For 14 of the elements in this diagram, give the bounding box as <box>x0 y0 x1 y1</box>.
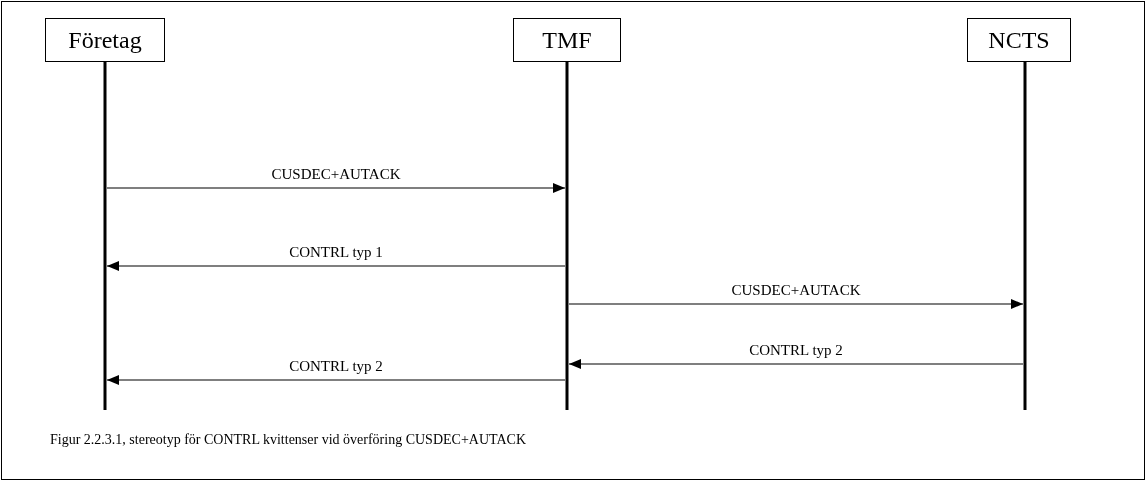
participant-box: TMF <box>513 18 621 62</box>
message-label: CUSDEC+AUTACK <box>730 282 862 299</box>
message-label: CONTRL typ 1 <box>288 244 384 261</box>
message-arrow <box>568 299 1024 309</box>
participant-box: Företag <box>45 18 165 62</box>
message-label: CONTRL typ 2 <box>288 358 384 375</box>
message-arrow <box>106 375 566 385</box>
participant-box: NCTS <box>967 18 1071 62</box>
message-arrow <box>568 359 1024 369</box>
figure-caption: Figur 2.2.3.1, stereotyp för CONTRL kvittenser vid överföring CUSDEC+AUTACK <box>50 432 526 448</box>
message-arrow <box>106 183 566 193</box>
message-label: CUSDEC+AUTACK <box>270 166 402 183</box>
message-arrow <box>106 261 566 271</box>
message-label: CONTRL typ 2 <box>748 342 844 359</box>
